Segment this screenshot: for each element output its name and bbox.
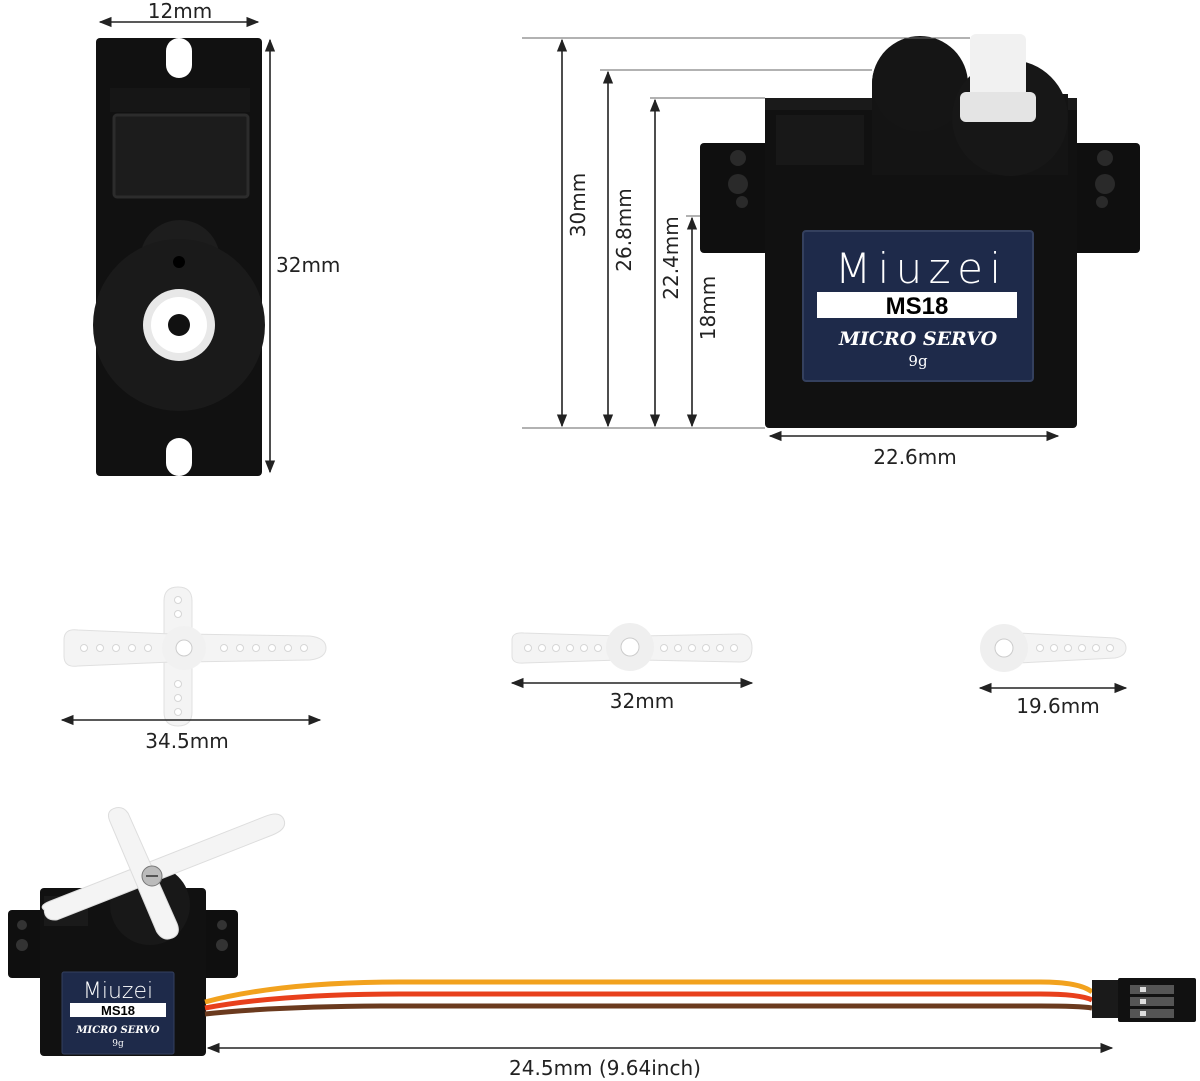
- dim-cable-length-label: 24.5mm (9.64inch): [509, 1056, 701, 1080]
- dim-top-width-label: 12mm: [148, 0, 212, 23]
- label-model: MS18: [886, 293, 949, 320]
- dim-height-total: 30mm: [556, 38, 590, 428]
- dim-top-length: 32mm: [264, 38, 340, 474]
- dim-horn-cross-label: 34.5mm: [145, 729, 229, 753]
- label-weight: 9g: [908, 352, 928, 370]
- servo-front-view: Miuzei MS18 MICRO SERVO 9g: [700, 34, 1140, 428]
- dim-horn-single-label: 19.6mm: [1016, 694, 1100, 718]
- dim-height-gear: 26.8mm: [602, 70, 636, 428]
- dim-height-case-label: 22.4mm: [659, 216, 683, 300]
- dim-horn-double: 32mm: [510, 677, 754, 713]
- servo-assembled: Miuzei MS18 MICRO SERVO 9g: [8, 807, 286, 1056]
- small-label-brand: Miuzei: [83, 979, 153, 1004]
- dim-height-total-label: 30mm: [566, 173, 590, 237]
- dim-cable-length: 24.5mm (9.64inch): [206, 1042, 1114, 1080]
- small-label-model: MS18: [101, 1003, 135, 1018]
- horn-single: [980, 624, 1127, 672]
- small-label-type: MICRO SERVO: [75, 1025, 160, 1036]
- dim-top-length-label: 32mm: [276, 253, 340, 277]
- dim-height-gear-label: 26.8mm: [612, 188, 636, 272]
- dim-horn-cross: 34.5mm: [60, 714, 322, 753]
- dim-height-flange: 18mm: [686, 216, 720, 428]
- dim-horn-double-label: 32mm: [610, 689, 674, 713]
- horn-cross: [63, 586, 327, 727]
- dim-height-case: 22.4mm: [649, 98, 683, 428]
- label-brand: Miuzei: [835, 244, 1001, 293]
- small-label-weight: 9g: [112, 1039, 124, 1049]
- label-type: MICRO SERVO: [838, 328, 998, 350]
- servo-connector: [1092, 978, 1196, 1022]
- horn-double: [511, 623, 753, 671]
- dim-body-width-label: 22.6mm: [873, 445, 957, 469]
- dim-body-width: 22.6mm: [768, 430, 1060, 469]
- dim-horn-single: 19.6mm: [978, 682, 1128, 718]
- servo-cable: [204, 979, 1094, 1017]
- height-extension-lines: [522, 37, 970, 429]
- dim-top-width: 12mm: [98, 0, 260, 28]
- servo-top-view: [93, 38, 265, 476]
- dim-height-flange-label: 18mm: [696, 276, 720, 340]
